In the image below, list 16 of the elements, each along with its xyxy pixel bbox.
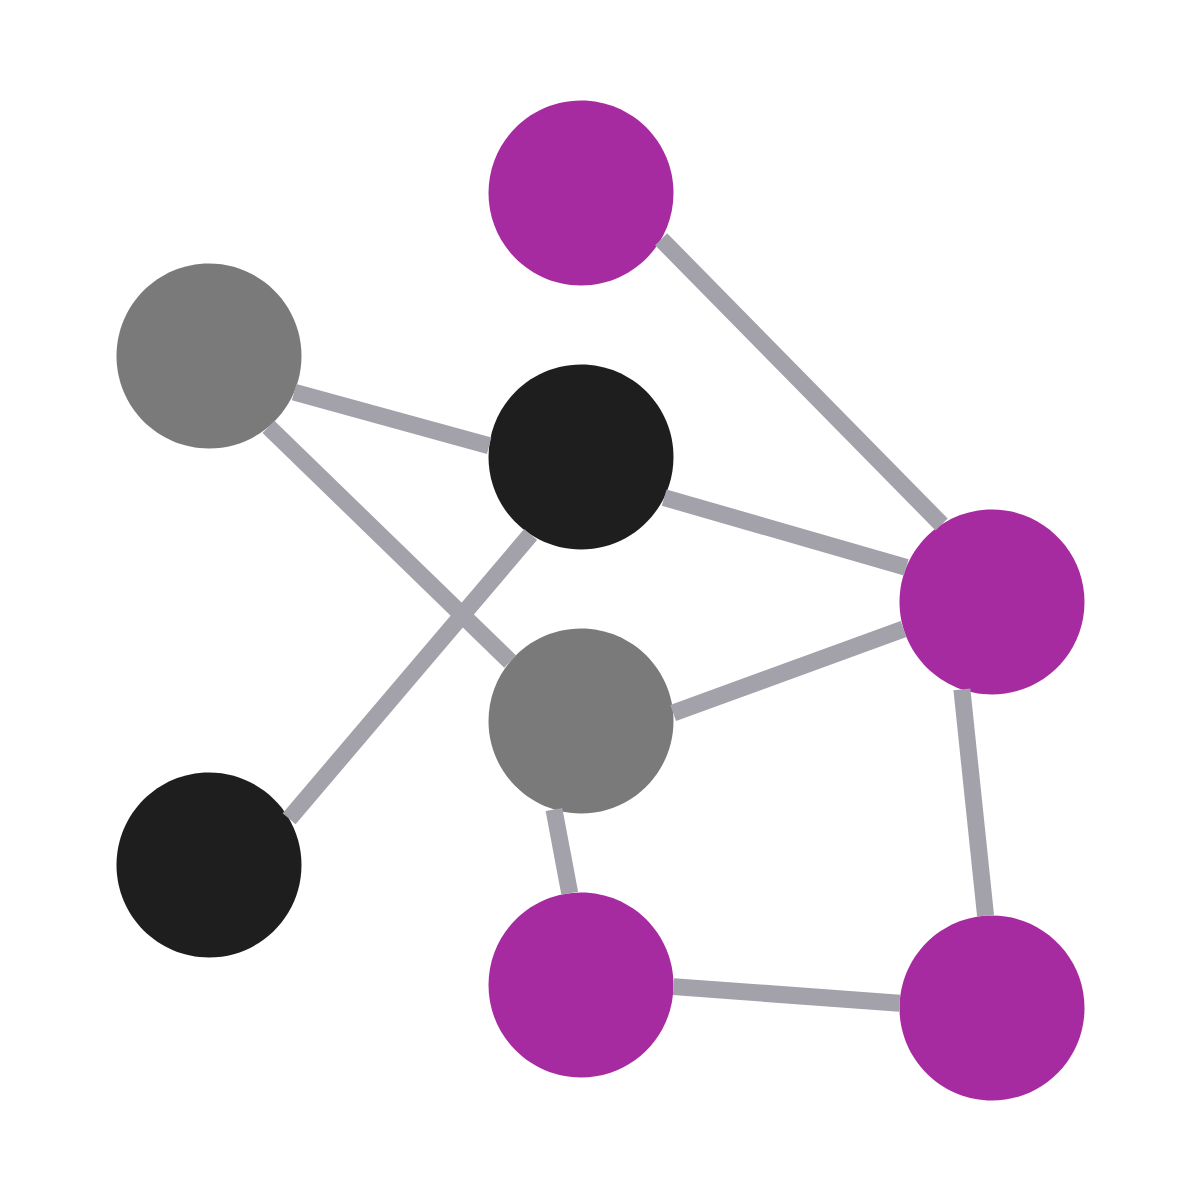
connector-line — [291, 383, 492, 454]
node-circle — [488, 892, 674, 1078]
connector-line — [661, 489, 909, 576]
connector-line — [282, 529, 538, 825]
connector-line — [545, 807, 579, 895]
node-circle — [116, 772, 302, 958]
connector-line — [655, 233, 948, 531]
connector-line — [672, 978, 901, 1012]
connector-line — [953, 688, 994, 917]
node-circle — [488, 100, 674, 286]
node-circle — [116, 263, 302, 449]
node-circle — [488, 628, 674, 814]
node-circle — [899, 509, 1085, 695]
node-circle — [899, 915, 1085, 1101]
node-circle — [488, 364, 674, 550]
connector-line — [670, 621, 907, 721]
